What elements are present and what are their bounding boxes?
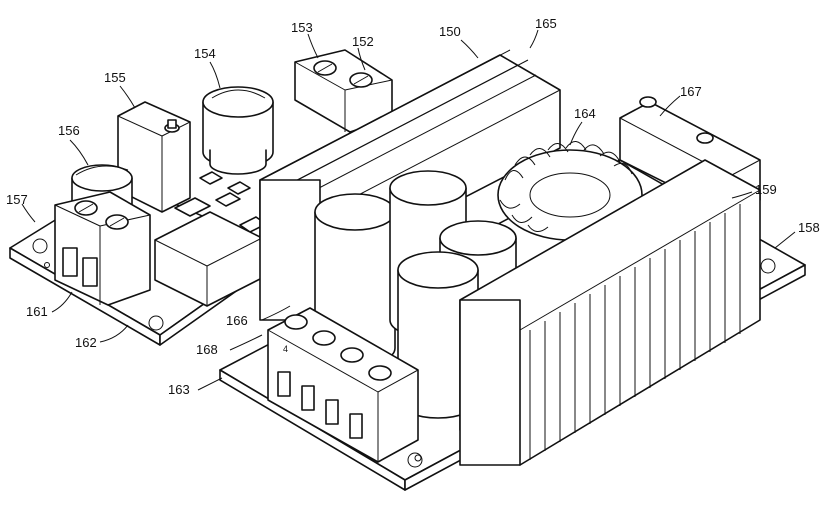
label-154: 154 bbox=[194, 46, 216, 61]
label-150: 150 bbox=[439, 24, 461, 39]
heatsink-159 bbox=[459, 159, 761, 466]
label-158: 158 bbox=[798, 220, 820, 235]
trimmer-potentiometer bbox=[117, 101, 191, 213]
leader-lines bbox=[21, 29, 796, 391]
label-152: 152 bbox=[352, 34, 374, 49]
label-165: 165 bbox=[535, 16, 557, 31]
capacitor-154 bbox=[202, 86, 274, 175]
label-155: 155 bbox=[104, 70, 126, 85]
label-168: 168 bbox=[196, 342, 218, 357]
heatsink-fins bbox=[269, 49, 537, 201]
terminal-marking: 4 bbox=[283, 344, 288, 354]
label-156: 156 bbox=[58, 123, 80, 138]
label-162: 162 bbox=[75, 335, 97, 350]
mounting-hole bbox=[407, 452, 423, 468]
label-153: 153 bbox=[291, 20, 313, 35]
label-164: 164 bbox=[574, 106, 596, 121]
terminal-block-163: 4 bbox=[267, 307, 419, 463]
heatsink-fins bbox=[529, 204, 741, 460]
label-163: 163 bbox=[168, 382, 190, 397]
mounting-hole bbox=[32, 238, 48, 254]
label-167: 167 bbox=[680, 84, 702, 99]
reference-numerals: 150 152 153 154 155 156 157 158 159 161 … bbox=[6, 16, 820, 397]
terminal-block-161 bbox=[54, 191, 151, 306]
mounting-hole bbox=[760, 258, 776, 274]
label-159: 159 bbox=[755, 182, 777, 197]
label-161: 161 bbox=[26, 304, 48, 319]
label-166: 166 bbox=[226, 313, 248, 328]
label-157: 157 bbox=[6, 192, 28, 207]
mounting-hole bbox=[148, 315, 164, 331]
